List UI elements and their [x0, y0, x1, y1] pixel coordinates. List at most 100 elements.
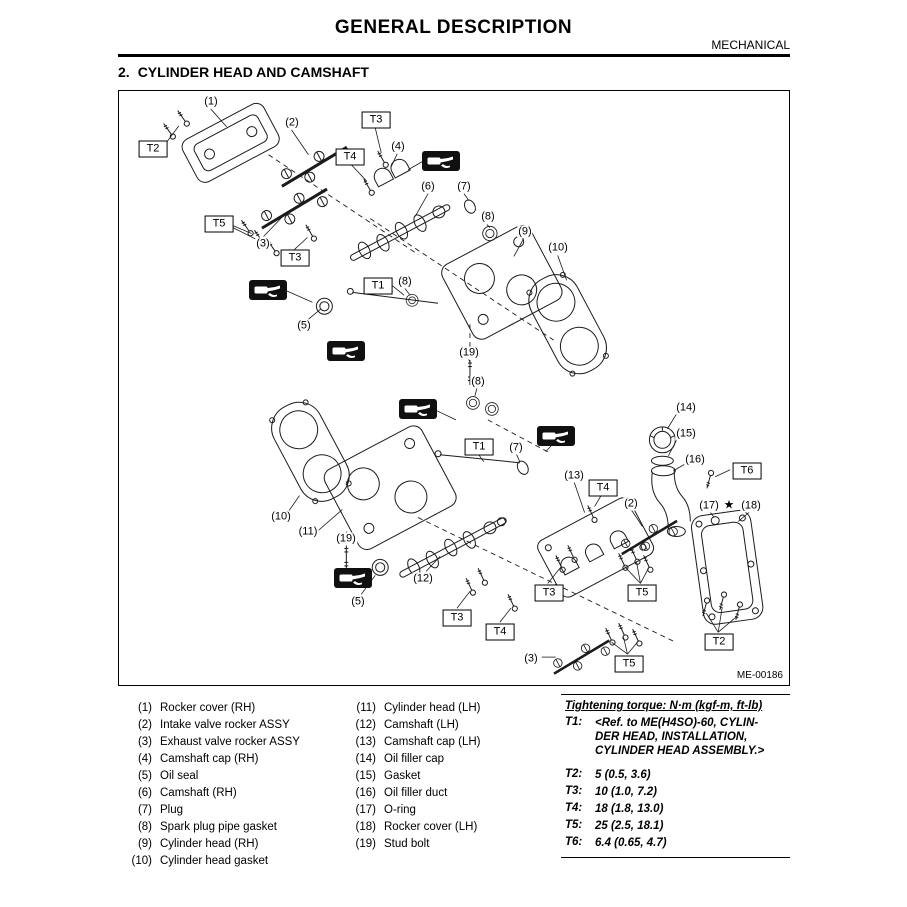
parts-list-item: (3) Exhaust valve rocker ASSY	[122, 733, 300, 750]
camshaft-cap-rh-drawing	[373, 158, 411, 188]
parts-list-item: (9)Cylinder head (RH)	[122, 835, 300, 852]
part-name: Camshaft (LH)	[384, 718, 459, 731]
part-callout-7: (7)	[456, 180, 472, 194]
liquid-gasket-icon	[537, 426, 575, 446]
liquid-gasket-icon	[249, 280, 287, 300]
liquid-gasket-icon	[327, 341, 365, 361]
cylinder-head-gasket-rh-drawing	[526, 271, 609, 377]
part-callout-14: (14)	[675, 401, 697, 415]
torque-spec-row: T5:25 (2.5, 18.1)	[565, 819, 788, 833]
parts-list-item: (19)Stud bolt	[346, 835, 481, 852]
part-callout-19: (19)	[458, 346, 480, 360]
liquid-gasket-icon	[334, 568, 372, 588]
part-number: (16)	[355, 786, 376, 799]
parts-list-item: (5)Oil seal	[122, 767, 300, 784]
torque-value: 6.4 (0.65, 4.7)	[595, 837, 667, 849]
part-callout-16: (16)	[684, 453, 706, 467]
part-callout-13: (13)	[563, 469, 585, 483]
torque-value: 18 (1.8, 13.0)	[595, 803, 664, 815]
part-name: Cylinder head gasket	[160, 854, 269, 867]
part-name: Gasket	[384, 769, 421, 782]
parts-list-item: (7)Plug	[122, 801, 300, 818]
part-number: (12)	[355, 718, 376, 731]
part-callout-3: (3)	[523, 652, 539, 666]
torque-value: 5 (0.5, 3.6)	[595, 769, 651, 781]
torque-box-t4: T4	[588, 479, 618, 497]
part-callout-6: (6)	[420, 180, 436, 194]
parts-list-item: (8)Spark plug pipe gasket	[122, 818, 300, 835]
part-name: Oil seal	[160, 769, 199, 782]
part-name: Rocker cover (LH)	[384, 820, 478, 833]
rocker-cover-rh-drawing	[181, 102, 280, 183]
torque-box-t3: T3	[534, 584, 564, 602]
part-number: (2)	[137, 718, 152, 731]
cylinder-head-gasket-lh-drawing	[269, 399, 352, 505]
part-callout-2: (2)	[284, 116, 300, 130]
torque-box-t3: T3	[280, 249, 310, 267]
torque-value: 10 (1.0, 7.2)	[595, 786, 658, 798]
part-callout-10: (10)	[270, 510, 292, 524]
parts-list-item: (12) Camshaft (LH)	[346, 716, 481, 733]
header-rule	[118, 54, 790, 57]
torque-box-t3: T3	[442, 609, 472, 627]
parts-list-item: (6)Camshaft (RH)	[122, 784, 300, 801]
section-title: CYLINDER HEAD AND CAMSHAFT	[137, 64, 369, 80]
part-callout-8: (8)	[470, 375, 486, 389]
torque-value: <Ref. to ME(H4SO)-60, CYLIN-DER HEAD, IN…	[595, 717, 765, 757]
torque-box-t5: T5	[204, 215, 234, 233]
part-name: Camshaft (RH)	[160, 786, 237, 799]
part-number: (8)	[137, 820, 152, 833]
camshaft-lh-drawing	[399, 517, 507, 578]
torque-box-t2: T2	[704, 633, 734, 651]
torque-box-t3: T3	[361, 111, 391, 129]
torque-box-t1: T1	[464, 438, 494, 456]
torque-heading: Tightening torque: N·m (kgf-m, ft-lb)	[565, 700, 763, 712]
plug-drawing	[463, 199, 476, 214]
part-number: (17)	[355, 803, 376, 816]
part-callout-5: (5)	[296, 319, 312, 333]
parts-list-item: (14) Oil filler cap	[346, 750, 481, 767]
part-number: (3)	[137, 735, 152, 748]
part-callout-8: (8)	[480, 210, 496, 224]
exploded-view-drawing	[161, 102, 764, 683]
parts-list-item: (13)Camshaft cap (LH)	[346, 733, 481, 750]
liquid-gasket-icon	[399, 399, 437, 419]
part-callout-10: (10)	[547, 241, 569, 255]
torque-value: 25 (2.5, 18.1)	[595, 820, 664, 832]
part-number: (13)	[355, 735, 376, 748]
parts-list-item: (17)O-ring	[346, 801, 481, 818]
part-name: Plug	[160, 803, 184, 816]
parts-list-item: (18) Rocker cover (LH)	[346, 818, 481, 835]
part-number: (14)	[355, 752, 376, 765]
torque-box-t5: T5	[627, 584, 657, 602]
part-number: (15)	[355, 769, 376, 782]
part-callout-1: (1)	[203, 95, 219, 109]
part-callout-15: (15)	[675, 427, 697, 441]
part-callout-19: (19)	[335, 532, 357, 546]
part-number: (4)	[137, 752, 152, 765]
torque-spec-row: T2: 5 (0.5, 3.6)	[565, 768, 788, 782]
part-callout-17: (17)	[698, 499, 720, 513]
torque-ref-label: T3:	[565, 785, 583, 797]
torque-ref-label: T2:	[565, 768, 583, 780]
torque-spec-row: T3: 10 (1.0, 7.2)	[565, 785, 788, 799]
torque-box-t1: T1	[363, 277, 393, 295]
part-callout-11: (11)	[297, 525, 319, 539]
part-number: (18)	[355, 820, 376, 833]
part-number: (11)	[356, 701, 376, 714]
part-number: (9)	[137, 837, 152, 850]
parts-list-item: (2)Intake valve rocker ASSY	[122, 716, 300, 733]
part-callout-4: (4)	[390, 140, 406, 154]
figure-box: (1)(2)(4)(6)(7)(8)(3)(9)(10)(8)(5)(19)(8…	[118, 90, 790, 686]
torque-ref-label: T4:	[565, 802, 583, 814]
page-title: GENERAL DESCRIPTION	[334, 17, 573, 38]
part-name: Oil filler cap	[384, 752, 445, 765]
liquid-gasket-icon	[422, 151, 460, 171]
part-number: (10)	[131, 854, 152, 867]
torque-box-t4: T4	[485, 623, 515, 641]
part-name: Exhaust valve rocker ASSY	[160, 735, 300, 748]
torque-spec-block: Tightening torque: N·m (kgf-m, ft-lb) T1…	[561, 694, 790, 858]
parts-list-item: (1)Rocker cover (RH)	[122, 699, 300, 716]
torque-box-t5: T5	[614, 655, 644, 673]
part-callout-18: (18)	[740, 499, 762, 513]
